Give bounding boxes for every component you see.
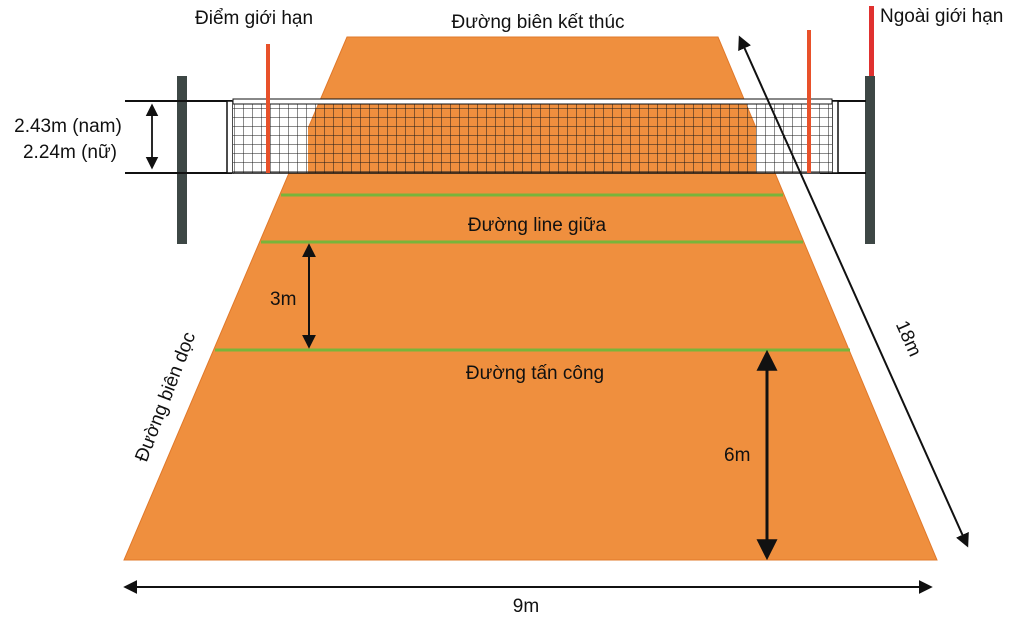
net-side-band-left xyxy=(226,100,234,174)
length-arrow xyxy=(738,35,969,548)
net-side-band-right xyxy=(831,100,839,174)
net-post-left xyxy=(177,76,187,244)
three-m-label: 3m xyxy=(270,289,296,310)
end-line-label: Đường biên kết thúc xyxy=(451,12,624,33)
net-mesh xyxy=(233,101,832,173)
length-label: 18m xyxy=(891,318,925,360)
net-height-men-label: 2.43m (nam) xyxy=(14,116,122,137)
outside-limit-label: Ngoài giới hạn xyxy=(880,6,1003,27)
limit-point-label: Điểm giới hạn xyxy=(195,8,313,29)
net-post-right xyxy=(865,76,875,244)
net-height-women-label: 2.24m (nữ) xyxy=(23,142,117,163)
attack-line-label: Đường tấn công xyxy=(466,363,604,384)
antenna-left xyxy=(266,44,270,173)
net-top-tape xyxy=(232,98,833,105)
width-label: 9m xyxy=(513,596,539,617)
antenna-right xyxy=(807,30,811,173)
six-m-label: 6m xyxy=(724,445,750,466)
center-line-label: Đường line giữa xyxy=(468,215,607,236)
outside-limit-marker xyxy=(869,6,874,76)
